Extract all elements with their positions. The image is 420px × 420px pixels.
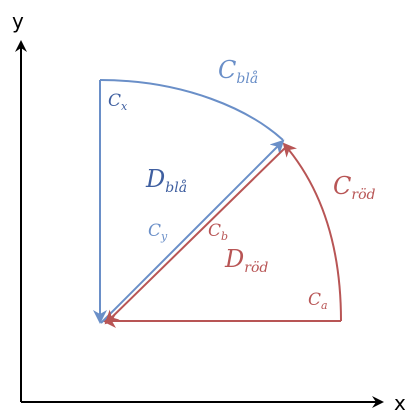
- label-d-bla-base: D: [145, 165, 165, 193]
- label-d-bla: Dblå: [145, 165, 187, 196]
- label-c-bla-base: C: [218, 56, 236, 84]
- label-d-rod-sub: röd: [244, 260, 268, 276]
- y-axis-label: y: [12, 9, 24, 33]
- label-c-rod-sub: röd: [351, 187, 375, 203]
- label-d-rod-base: D: [224, 245, 244, 273]
- label-c-x: Cx: [108, 91, 128, 113]
- label-c-b-base: C: [208, 221, 221, 241]
- label-c-a: Ca: [308, 290, 328, 312]
- label-c-y-base: C: [148, 221, 161, 241]
- label-c-x-base: C: [108, 91, 121, 111]
- label-c-bla-sub: blå: [236, 70, 258, 87]
- label-c-rod-base: C: [333, 172, 351, 200]
- label-c-b-sub: b: [221, 230, 228, 243]
- label-c-y: Cy: [148, 221, 168, 243]
- label-c-b: Cb: [208, 221, 228, 243]
- label-c-a-sub: a: [321, 299, 328, 312]
- label-c-a-base: C: [308, 290, 321, 310]
- label-c-y-sub: y: [160, 230, 168, 243]
- blue-diagonal-d-bla: [100, 139, 285, 324]
- label-c-rod: Cröd: [333, 172, 375, 203]
- blue-curve-c-bla: [99, 79, 284, 141]
- x-axis-label: x: [394, 391, 406, 415]
- red-diagonal-d-rod: [104, 145, 288, 325]
- red-curve-c-rod: [282, 142, 342, 322]
- label-c-x-sub: x: [121, 100, 128, 113]
- label-d-rod: Dröd: [224, 245, 268, 276]
- label-d-bla-sub: blå: [165, 179, 187, 196]
- label-c-bla: Cblå: [218, 56, 258, 87]
